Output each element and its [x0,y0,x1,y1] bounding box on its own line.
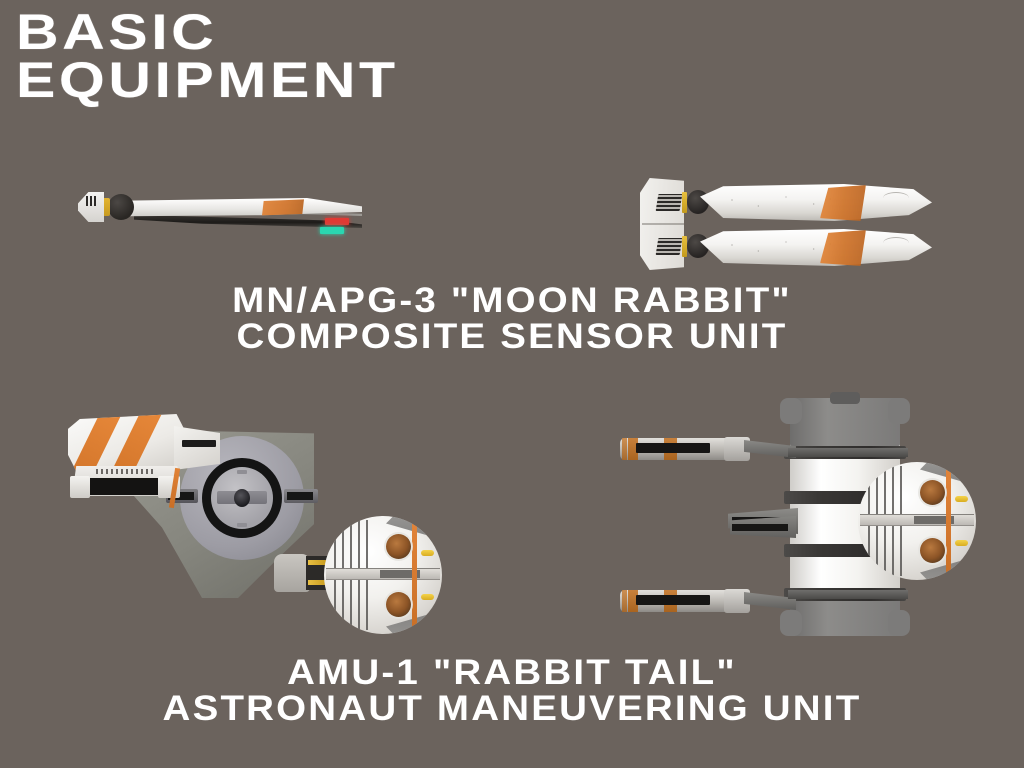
amu-turbine-notch-top [237,470,247,474]
thruster-band-upper-b [628,438,638,460]
amu-stem-indicator-upper [308,560,326,565]
amu-front-lug-left [730,516,796,538]
sensor-pod-stripe-lower [820,230,866,266]
amu-arm-foot-left [70,476,90,498]
amu-front-corner-tl [780,398,802,424]
title-line-1: BASIC [16,4,218,60]
amu-arm-slot [182,440,216,447]
front-sphere-orange-stripe [946,466,951,578]
sensor-pod-weathering-upper [720,192,840,212]
amu-front-spherical-module [858,462,976,580]
amu-sphere-stem [274,554,310,592]
nav-light-green-icon [320,227,344,234]
sphere-belt-inset [380,570,420,578]
sensor-connector-upper [655,194,683,211]
amu-front-strut-bar-top [788,448,908,457]
amu-mount-lug-right [284,489,318,503]
sensor-upper-hull [112,198,362,217]
thruster-slot-upper [636,443,710,453]
sensor-connector-lower [655,238,683,255]
sphere-orange-stripe [412,520,417,632]
sensor-root-fins [86,196,98,206]
sphere-indicator-light-top [421,550,434,556]
sensor-pod-stripe-upper [820,185,866,221]
sensor-caption-line-2: COMPOSITE SENSOR UNIT [236,317,788,357]
sensor-pod-weathering-lower [720,237,840,257]
page-title: BASIC EQUIPMENT [16,7,395,105]
front-thruster-port-top-icon [920,480,945,505]
sensor-pod-seam-lower [883,237,909,249]
sensor-caption: MN/APG-3 "MOON RABBIT" COMPOSITE SENSOR … [0,281,1024,357]
sensor-top-view-illustration [640,172,934,278]
sensor-gold-edge-lower [682,236,687,257]
amu-front-strut-bar-bottom [788,590,908,599]
amu-spherical-module [324,516,442,634]
amu-caption-line-1: AMU-1 "RABBIT TAIL" [287,653,737,692]
title-line-2: EQUIPMENT [16,52,399,108]
nav-light-red-icon [325,218,349,225]
amu-front-corner-br [888,610,910,636]
sensor-pivot-joint [108,194,134,220]
thruster-band-lower-b [628,590,638,612]
front-thruster-port-bottom-icon [920,538,945,563]
amu-arm-decal-text [96,469,154,474]
amu-arm-neck [174,426,220,470]
amu-stem-indicator-lower [308,580,326,585]
front-sphere-indicator-top [955,496,968,502]
amu-turbine-notch-bottom [237,523,247,527]
amu-front-view-illustration [612,392,992,640]
amu-thruster-arm-lower [620,588,796,614]
amu-thruster-arm-block [68,414,186,476]
thruster-band-lower-a [622,590,627,612]
thruster-port-top-icon [386,534,411,559]
sensor-side-view-illustration [72,186,372,258]
sensor-gold-edge-upper [682,192,687,213]
amu-arm-vent [88,478,160,495]
thruster-slot-lower [636,595,710,605]
front-sphere-indicator-bottom [955,540,968,546]
amu-front-corner-tr [888,398,910,424]
sensor-pivot-upper [687,190,709,214]
thruster-band-upper-a [622,438,627,460]
amu-front-top-knob [830,392,860,404]
amu-front-cap-top [790,398,900,446]
amu-front-corner-bl [780,610,802,636]
sensor-mount-seam [642,223,684,225]
amu-side-view-illustration [62,404,442,634]
front-sphere-belt-inset [914,516,954,524]
sphere-indicator-light-bottom [421,594,434,600]
sensor-gold-collar [99,198,110,216]
sensor-pod-seam-upper [883,192,909,204]
amu-caption: AMU-1 "RABBIT TAIL" ASTRONAUT MANEUVERIN… [0,653,1024,729]
sensor-orange-stripe [262,199,304,216]
sensor-pivot-lower [687,234,709,258]
amu-thruster-arm-upper [620,436,796,462]
amu-caption-line-2: ASTRONAUT MANEUVERING UNIT [162,689,862,729]
amu-turbine-core [234,489,250,507]
thruster-port-bottom-icon [386,592,411,617]
sensor-caption-line-1: MN/APG-3 "MOON RABBIT" [232,281,792,320]
